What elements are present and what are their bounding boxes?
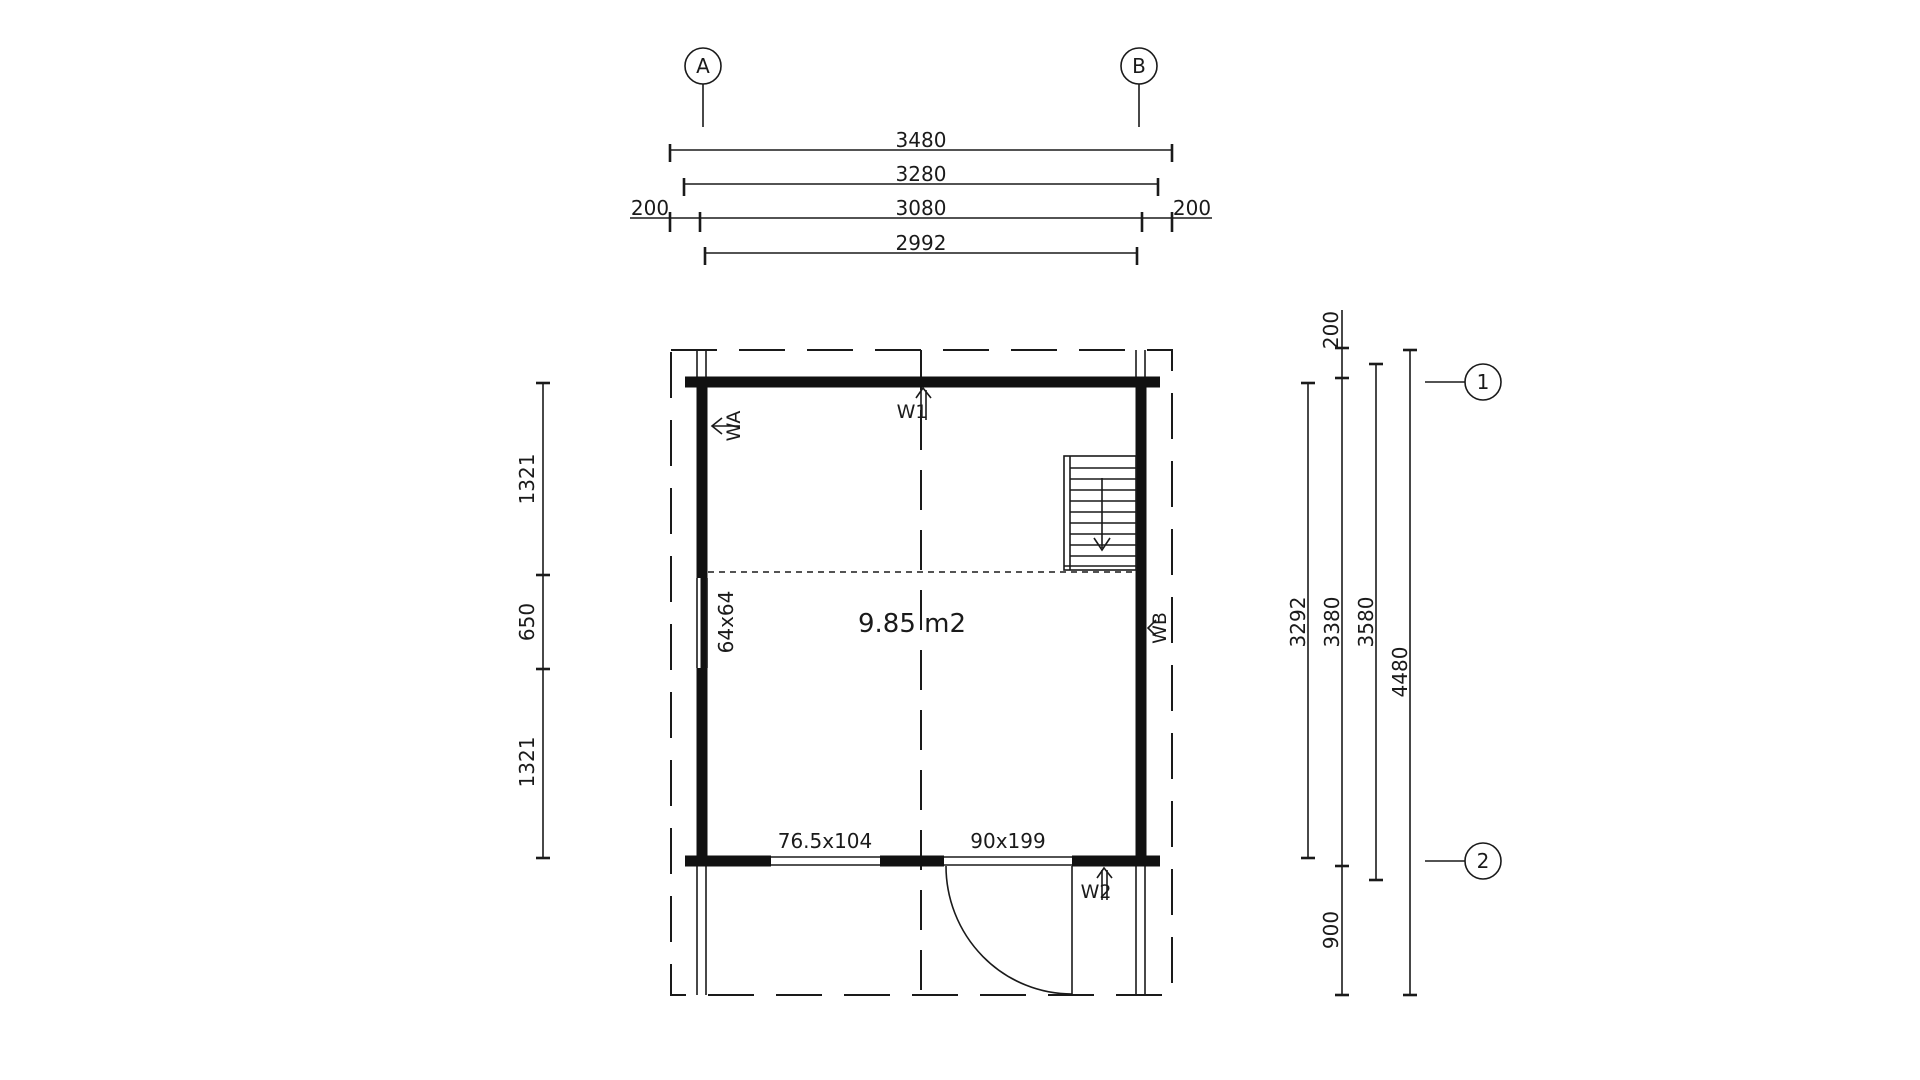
wall-tag-text: W1 — [897, 401, 928, 423]
dimension-text: 2992 — [896, 231, 947, 255]
wall-tag-text: WB — [1149, 612, 1171, 644]
dimension-left-chain: 1321 650 1321 — [515, 381, 550, 860]
dimension-text: 1321 — [515, 454, 539, 505]
axis-label-a: A — [696, 54, 710, 78]
door-swing-arc — [945, 865, 1073, 995]
room-area-label: 9.85 m2 — [858, 609, 966, 639]
dimension-text: 3080 — [896, 196, 947, 220]
dimension-wall-depth: 200 3380 900 — [1319, 310, 1349, 997]
door-label: 90x199 — [970, 829, 1045, 853]
roof-overhang-outline — [670, 349, 1173, 996]
loft-ladder — [1063, 455, 1137, 571]
dimension-overall-depth: 4480 — [1388, 348, 1417, 997]
side-window-label: 64x64 — [714, 591, 738, 654]
wall-tag-text: WA — [723, 411, 745, 442]
axis-marker-b: B — [1120, 47, 1158, 127]
dimension-text: 3292 — [1286, 597, 1310, 648]
axis-marker-a: A — [684, 47, 722, 127]
wall-tag-wb: WB — [1146, 612, 1171, 644]
wall-tag-text: W2 — [1081, 881, 1112, 903]
dimension-text: 3580 — [1354, 597, 1378, 648]
porch-post-right — [1135, 350, 1146, 995]
axis-marker-1: 1 — [1425, 363, 1502, 401]
axis-label-2: 2 — [1477, 849, 1490, 873]
porch-post-left — [696, 350, 707, 995]
side-window: 64x64 — [696, 578, 738, 668]
axis-label-1: 1 — [1477, 370, 1490, 394]
dimension-wall-inner: 2992 — [703, 231, 1139, 265]
wall-tag-wa: WA — [710, 411, 745, 442]
dimension-text: 3280 — [896, 162, 947, 186]
dimension-text: 4480 — [1388, 647, 1412, 698]
dimension-text: 1321 — [515, 737, 539, 788]
dimension-text: 200 — [1319, 311, 1343, 349]
dimension-text: 200 — [631, 196, 669, 220]
axis-label-b: B — [1132, 54, 1146, 78]
dimension-text: 650 — [515, 603, 539, 641]
front-window: 76.5x104 — [771, 829, 880, 866]
dimension-roof-inner: 3280 — [682, 162, 1160, 196]
wall-tag-w1: W1 — [897, 386, 932, 423]
dimension-inner-depth: 3292 — [1286, 381, 1315, 860]
entrance-door: 90x199 — [944, 829, 1073, 995]
dimension-text: 3480 — [896, 128, 947, 152]
dimension-text: 3380 — [1320, 597, 1344, 648]
dimension-outer-depth: 3580 — [1354, 362, 1383, 882]
axis-marker-2: 2 — [1425, 842, 1502, 880]
dimension-text: 200 — [1173, 196, 1211, 220]
front-window-label: 76.5x104 — [778, 829, 873, 853]
dimension-overall-roof: 3480 — [668, 128, 1174, 162]
wall-tag-w2: W2 — [1081, 866, 1113, 903]
dimension-text: 900 — [1319, 911, 1343, 949]
dimension-wall-outer: 3080 200 200 — [630, 196, 1212, 232]
